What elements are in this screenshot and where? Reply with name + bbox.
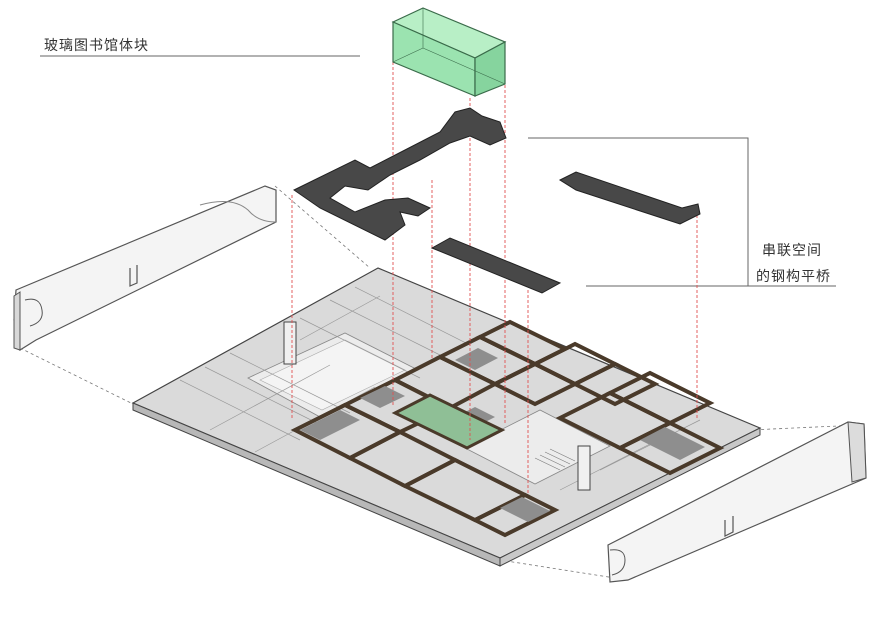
base-floor-plate [131, 267, 762, 567]
leader-steel-bridge [528, 137, 749, 287]
left-wall-panel [13, 185, 277, 351]
bridge-right-section [558, 171, 701, 225]
library-footprint [391, 393, 506, 450]
gate-structures [283, 321, 591, 491]
leader-lines [40, 55, 836, 287]
stairs [534, 448, 576, 471]
label-steel-bridge-line2: 的钢构平桥 [756, 269, 831, 285]
bridge-upper-section [293, 107, 507, 241]
label-steel-bridge-line1: 串联空间 [762, 243, 822, 259]
label-glass-library: 玻璃图书馆体块 [44, 38, 149, 54]
projection-lines [291, 62, 698, 495]
glass-library-volume [391, 7, 507, 97]
right-wall-panel [607, 421, 867, 583]
steel-bridges [293, 107, 701, 294]
bridge-middle-section [430, 237, 562, 294]
